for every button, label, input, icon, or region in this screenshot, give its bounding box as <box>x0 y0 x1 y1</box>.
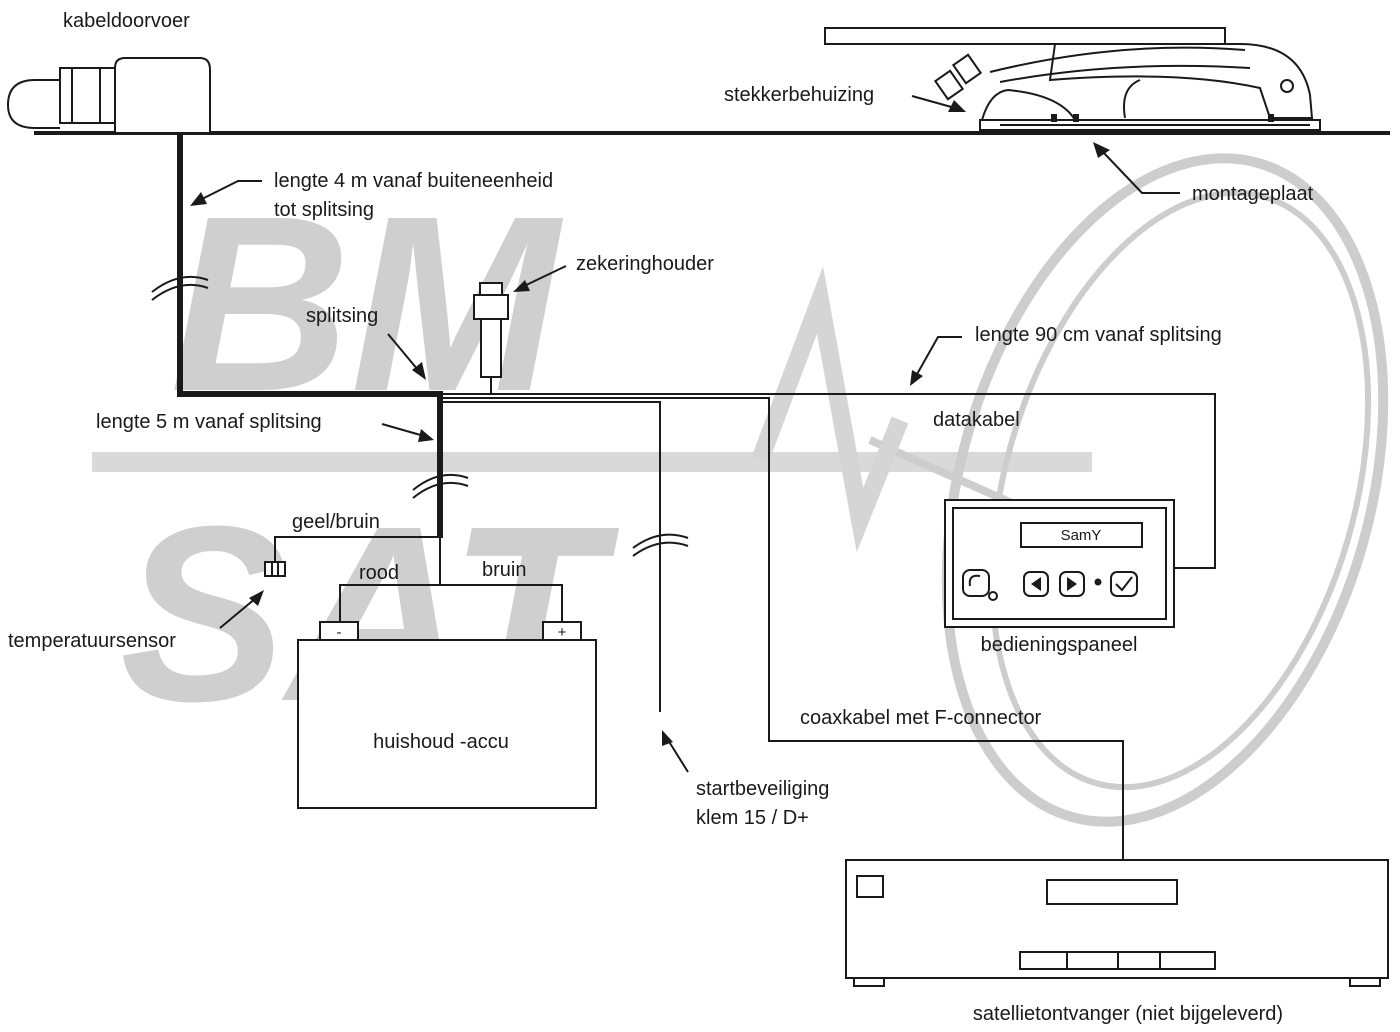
label-rood: rood <box>359 562 399 584</box>
arrow-lengte4m <box>199 180 262 201</box>
cable-geelbruin <box>274 536 440 562</box>
label-coaxkabel: coaxkabel met F-connector <box>800 707 1042 729</box>
label-montageplaat: montageplaat <box>1192 183 1314 205</box>
data-cable <box>443 393 1216 569</box>
label-accu: huishoud -accu <box>373 731 509 753</box>
arrowhead-lengte5m <box>418 429 434 442</box>
label-lengte90cm: lengte 90 cm vanaf splitsing <box>975 324 1222 346</box>
arrowhead-zekeringhouder <box>513 280 530 292</box>
label-startbeveiliging-line1: startbeveiliging <box>696 778 829 800</box>
label-ontvanger: satellietontvanger (niet bijgeleverd) <box>973 1003 1283 1025</box>
arrow-lengte5m <box>381 423 425 437</box>
label-temperatuursensor: temperatuursensor <box>8 630 176 652</box>
label-startbeveiliging-line2: klem 15 / D+ <box>696 807 809 829</box>
arrow-lengte90cm <box>915 336 962 377</box>
label-zekeringhouder: zekeringhouder <box>576 253 714 275</box>
label-splitsing: splitsing <box>306 305 378 327</box>
label-terminal-minus: - <box>337 624 342 641</box>
watermark: BM SAT <box>92 153 1389 827</box>
arrow-zekeringhouder <box>521 265 567 288</box>
label-stekkerbehuizing: stekkerbehuizing <box>724 84 874 106</box>
temperature-sensor-icon <box>264 561 286 577</box>
arrow-stekkerbehuizing <box>911 95 956 109</box>
arrow-temperatuursensor <box>219 597 257 629</box>
fuse-holder-icon <box>473 282 509 394</box>
arrowhead-montageplaat <box>1093 142 1110 158</box>
arrow-right-icon[interactable] <box>1059 571 1085 597</box>
arrow-startbeveiliging <box>667 739 689 773</box>
dot-icon <box>1094 578 1102 586</box>
panel-display <box>1020 522 1143 548</box>
cable-rood <box>339 584 440 622</box>
label-lengte4m-line1: lengte 4 m vanaf buiteneenheid <box>274 170 553 192</box>
label-terminal-plus: + <box>558 624 567 641</box>
arrowhead-lengte90cm <box>910 370 923 386</box>
control-panel: SamY <box>944 499 1175 628</box>
panel-display-text: SamY <box>1061 527 1102 544</box>
arrowhead-startbeveiliging <box>662 730 673 746</box>
satellite-unit-icon <box>824 27 1321 131</box>
startbeveiliging-wire <box>443 401 661 712</box>
arrow-left-icon[interactable] <box>1023 571 1049 597</box>
break-mark-5m <box>412 474 469 499</box>
arrowhead-stekkerbehuizing <box>948 100 966 112</box>
cable-bruin <box>440 584 563 622</box>
label-lengte4m-line2: tot splitsing <box>274 199 374 221</box>
watermark-dish-icon <box>751 153 1389 827</box>
arrowhead-temperatuursensor <box>249 590 264 606</box>
label-bedieningspaneel: bedieningspaneel <box>981 634 1138 656</box>
coax-cable <box>443 397 1124 860</box>
label-bruin: bruin <box>482 559 526 581</box>
arrowhead-splitsing <box>412 362 426 380</box>
battery-icon <box>297 621 597 809</box>
satellite-receiver <box>845 859 1389 987</box>
label-datakabel: datakabel <box>933 409 1020 431</box>
label-kabeldoorvoer: kabeldoorvoer <box>63 10 190 32</box>
cable-gland-icon <box>6 57 211 134</box>
arrow-splitsing <box>387 333 419 371</box>
arrowhead-lengte4m <box>190 192 207 206</box>
arrow-montageplaat <box>1102 151 1180 194</box>
label-lengte5m: lengte 5 m vanaf splitsing <box>96 411 322 433</box>
checkmark-icon[interactable] <box>1110 571 1138 597</box>
break-mark-4m <box>151 276 209 301</box>
satellite-icon[interactable] <box>962 569 998 601</box>
label-geelbruin: geel/bruin <box>292 511 380 533</box>
